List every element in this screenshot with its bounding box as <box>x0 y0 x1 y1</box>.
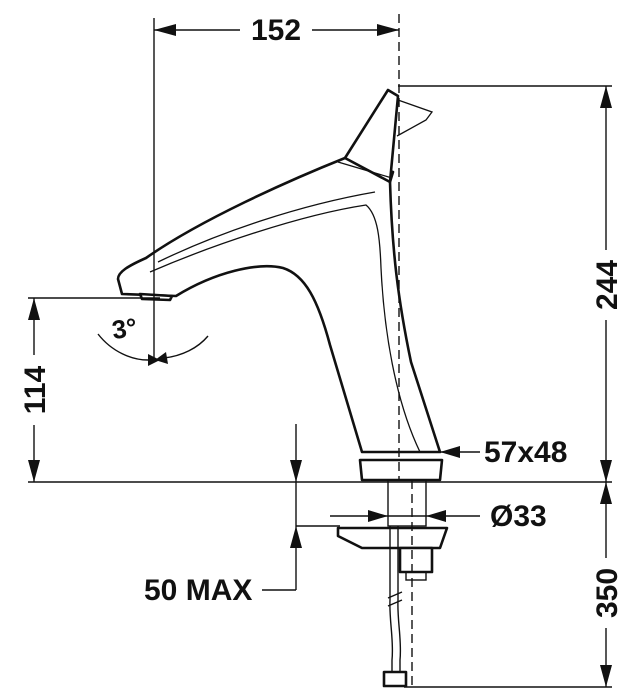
dimension-deck-thickness: 50 MAX <box>144 424 302 607</box>
arrow-114-bottom <box>28 460 40 482</box>
arrow-diameter-left <box>368 510 388 522</box>
dimension-spout-reach: 152 <box>154 12 399 47</box>
arrow-244-bottom <box>600 460 612 482</box>
dimension-total-height: 244 <box>590 86 624 482</box>
arrow-350-bottom <box>600 665 612 687</box>
angle-arrow-right <box>155 352 168 364</box>
angle-arc-right <box>163 335 209 359</box>
dimension-base-size: 57x48 <box>362 436 567 469</box>
supply-hose <box>389 526 394 674</box>
faucet-seam <box>149 204 421 453</box>
arrow-244-top <box>600 86 612 108</box>
reference-lines <box>28 14 612 690</box>
arrow-152-right <box>377 24 399 36</box>
hole-diameter-label: Ø33 <box>490 500 547 533</box>
nut-washer <box>405 571 427 581</box>
arrow-350-top <box>600 482 612 504</box>
spout-underside-line <box>157 191 376 263</box>
total-height-label: 244 <box>591 260 624 310</box>
mounting-hardware <box>336 479 449 688</box>
dimension-hose-length: 350 <box>590 482 624 687</box>
spout-height-label: 114 <box>19 365 52 414</box>
label-bg-350 <box>590 558 622 628</box>
spout-reach-label: 152 <box>251 14 301 47</box>
label-bg-114 <box>18 355 50 425</box>
faucet-outline <box>116 156 442 454</box>
aerator <box>138 292 174 302</box>
arrow-diameter-right <box>426 510 446 522</box>
deck-thickness-label: 50 MAX <box>144 574 252 607</box>
base-plate <box>358 458 444 482</box>
arrow-base <box>440 446 460 458</box>
dimension-spout-height: 114 <box>18 298 52 482</box>
arrow-114-top <box>28 298 40 320</box>
arrow-deck-bottom <box>290 526 302 548</box>
hose-fitting <box>382 670 408 688</box>
spout-angle-label: 3° <box>110 312 139 345</box>
label-bg-244 <box>590 250 622 320</box>
arrow-deck-top <box>290 460 302 482</box>
base-size-label: 57x48 <box>484 436 567 469</box>
dimension-hole-diameter: Ø33 <box>330 500 547 533</box>
angle-arc-left <box>97 333 149 361</box>
faucet-body <box>116 88 444 482</box>
supply-hose-2 <box>397 526 402 674</box>
mounting-nut <box>398 546 434 574</box>
hose-braid <box>387 591 403 607</box>
threaded-shank <box>387 479 427 527</box>
lever-back <box>396 99 434 137</box>
label-bg-152 <box>240 12 312 46</box>
lever-joint <box>337 161 393 179</box>
hose-length-label: 350 <box>591 568 624 618</box>
lever-handle <box>343 88 400 184</box>
arrow-152-left <box>154 24 176 36</box>
angle-arrow-left <box>148 354 160 366</box>
spout-angle-indicator: 3° <box>97 312 209 366</box>
mounting-bracket <box>336 526 449 550</box>
